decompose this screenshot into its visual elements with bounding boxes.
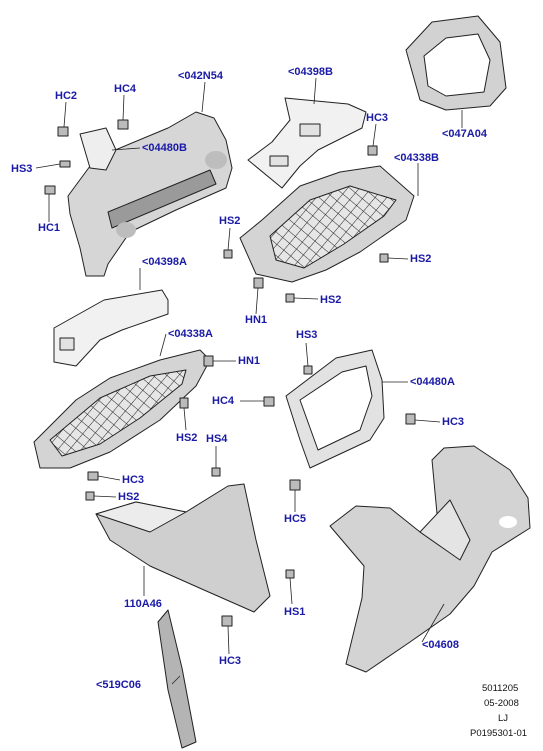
screw-hs2-d	[179, 397, 189, 409]
callout-hs2-e: HS2	[118, 491, 140, 503]
clip-hc4-top	[117, 119, 129, 130]
footer-ref: P0195301-01	[470, 728, 528, 739]
callout-hc5: HC5	[284, 513, 307, 525]
insulation-pad-04398B	[247, 97, 367, 189]
screw-hs2-c	[285, 293, 295, 303]
callout-hs3-mid: HS3	[296, 329, 318, 341]
screw-hs3-mid	[303, 365, 313, 375]
callout-hc2-top: HC2	[55, 90, 78, 102]
clip-hc3-left	[87, 471, 99, 481]
callout-04398B: <04398B	[288, 66, 333, 78]
storage-tray-04338A	[33, 349, 211, 469]
clip-hc2	[57, 126, 69, 137]
nut-hn1-a	[253, 277, 264, 289]
clip-hc1	[44, 185, 56, 195]
callout-hs2-b: HS2	[410, 253, 432, 265]
screw-hs2-e	[85, 491, 95, 501]
clip-hc4-mid	[263, 396, 275, 407]
footer-initials: LJ	[498, 713, 509, 724]
clip-hc3-bottom	[221, 615, 233, 627]
callout-hc4-mid: HC4	[212, 395, 235, 407]
callout-04338B: <04338B	[394, 152, 439, 164]
callout-hc1: HC1	[38, 222, 61, 234]
callout-519C06: <519C06	[96, 679, 141, 691]
callout-04480A: <04480A	[410, 376, 455, 388]
callout-110A46: 110A46	[124, 598, 162, 610]
callout-047A04: <047A04	[442, 128, 487, 140]
nut-hn1-b	[203, 355, 214, 367]
storage-tray-04338B	[239, 165, 415, 283]
clip-hc5	[289, 479, 301, 491]
screw-hs3-left	[59, 160, 71, 168]
callout-hs3-left: HS3	[11, 163, 33, 175]
callout-04480B: <04480B	[142, 142, 187, 154]
callout-hc3-bottom: HC3	[219, 655, 242, 667]
screw-hs4	[211, 467, 221, 477]
footer-date: 05-2008	[484, 698, 519, 709]
bezel-047A04	[405, 15, 507, 111]
leader-lines	[35, 77, 463, 685]
screw-hs1	[285, 569, 295, 579]
callout-hc4-top: HC4	[114, 83, 137, 95]
callout-04338A: <04338A	[168, 328, 213, 340]
footer-code: 5011205	[482, 683, 519, 694]
callout-hs1: HS1	[284, 606, 306, 618]
clip-hc3-mid	[405, 413, 416, 425]
cover-panel-04608	[329, 445, 531, 673]
callout-hc3-mid: HC3	[442, 416, 465, 428]
insulation-pad-04398A	[53, 289, 169, 367]
callout-hn1-b: HN1	[238, 355, 261, 367]
side-panel-110A46	[95, 483, 271, 613]
callout-042N54: <042N54	[178, 70, 223, 82]
callout-hs4: HS4	[206, 433, 228, 445]
callout-04608: <04608	[422, 639, 460, 651]
clip-hc3-top	[367, 145, 378, 156]
callout-04398A: <04398A	[142, 256, 187, 268]
screw-hs2-b	[379, 253, 389, 263]
trim-piece-04480B	[79, 127, 117, 171]
callout-hc3-left: HC3	[122, 474, 145, 486]
callout-hn1-a: HN1	[245, 314, 268, 326]
callout-hs2-d: HS2	[176, 432, 198, 444]
callout-hc3-top: HC3	[366, 112, 389, 124]
callout-hs2-c: HS2	[320, 294, 342, 306]
callout-hs2-a: HS2	[219, 215, 241, 227]
support-frame-04480A	[285, 349, 385, 469]
screw-hs2-a	[223, 249, 233, 259]
